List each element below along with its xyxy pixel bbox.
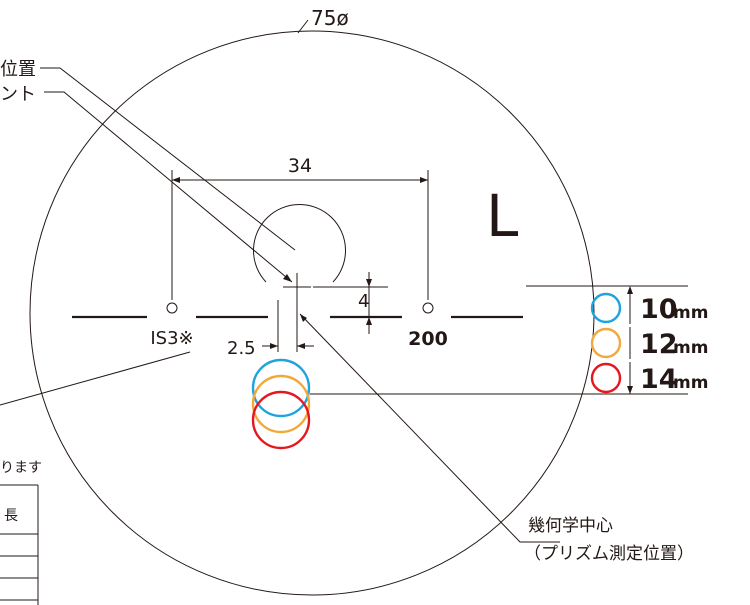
dim-4-arrow-top [366,279,372,287]
leader-arrow [283,274,292,282]
legend-value-14: 14 [640,364,678,395]
legend-unit-10: mm [673,303,708,323]
legend-unit-12: mm [673,338,708,358]
dim-2-5-label: 2.5 [227,338,256,359]
size-circle-14 [251,390,311,450]
legend-value-10: 10 [640,294,678,325]
legend-unit-14: mm [673,373,708,393]
mark-circle-right [422,302,434,314]
legend-arrow-10 [627,286,633,294]
geometric-center-label-1: 幾何学中心 [528,516,613,536]
leader-2 [44,91,293,283]
mark-left-label: IS3※ [150,328,193,349]
legend-arrow-14 [627,386,633,394]
table-fragment: 長 [4,508,18,524]
dim-2-5-arrow-right [297,343,305,349]
lens-outline [29,30,595,596]
side-label: L [486,182,518,250]
legend-value-12: 12 [640,329,678,360]
diameter-leader [297,19,309,34]
mark-circle-left [166,302,178,314]
diameter-label: 75ø [311,6,349,30]
leader-1 [40,67,296,251]
near-zone-arc [253,203,346,283]
left-label-1: 位置 [0,59,36,80]
note-fragment: ります [0,460,42,476]
left-label-2: ント [0,84,36,105]
geometric-center-leader [299,313,560,543]
dim-34-arrow-right [420,177,428,183]
size-circle-12 [251,374,311,434]
dim-34-arrow-left [172,177,180,183]
mark-right-label: 200 [408,328,448,350]
dim-4-arrow-bottom [366,317,372,325]
geometric-center-arrow [300,314,307,322]
dim-34-label: 34 [288,155,312,177]
left-note-leader [0,351,191,406]
size-circle-10 [251,358,311,418]
dim-2-5-arrow-left [270,343,278,349]
dim-4-label: 4 [358,291,369,312]
legend-circle-14 [590,362,622,394]
legend-circle-12 [590,327,622,359]
legend-circle-10 [590,292,622,324]
geometric-center-label-2: （プリズム測定位置） [524,544,694,564]
